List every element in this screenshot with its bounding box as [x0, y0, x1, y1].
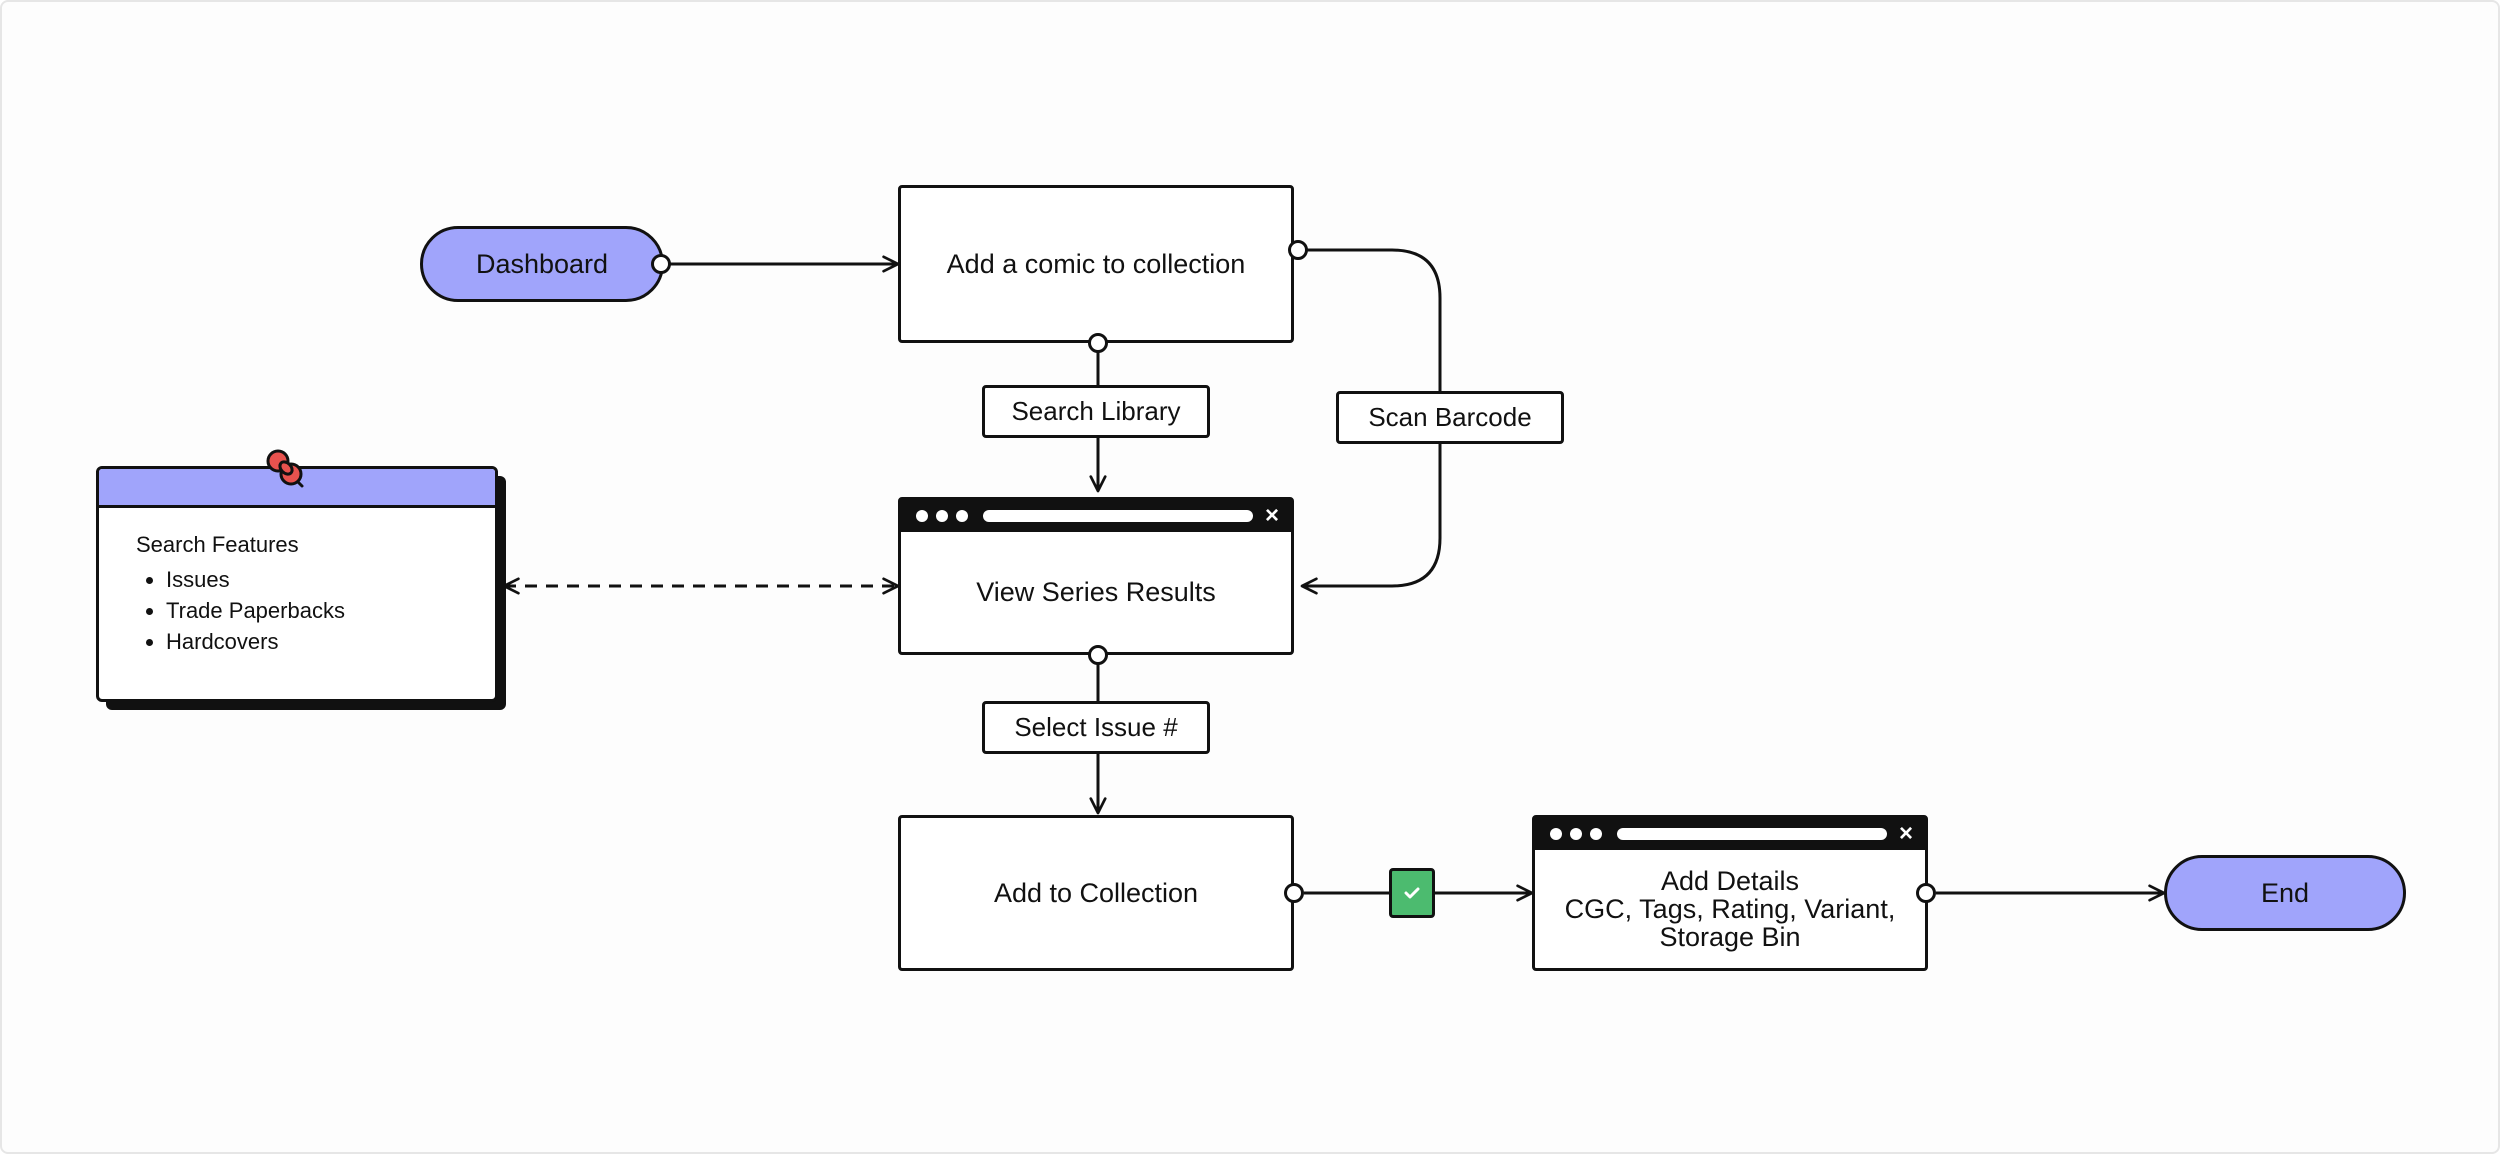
window-dot	[1550, 828, 1562, 840]
window-titlebar: ×	[1535, 818, 1925, 850]
note-list-item: Issues	[166, 564, 345, 595]
dashboard-port[interactable]	[651, 254, 671, 274]
select-issue-label: Select Issue #	[982, 701, 1210, 754]
end-node[interactable]: End	[2164, 855, 2406, 931]
view-series-bottom-port[interactable]	[1088, 645, 1108, 665]
dashboard-node[interactable]: Dashboard	[420, 226, 664, 302]
window-dot	[1570, 828, 1582, 840]
check-icon	[1404, 887, 1420, 899]
add-comic-label: Add a comic to collection	[946, 248, 1246, 279]
search-features-note[interactable]: Search Features Issues Trade Paperbacks …	[96, 466, 498, 702]
add-to-collection-port[interactable]	[1284, 883, 1304, 903]
dashboard-label: Dashboard	[475, 248, 609, 279]
add-comic-right-port[interactable]	[1288, 240, 1308, 260]
note-list-item: Hardcovers	[166, 626, 345, 657]
scan-barcode-text: Scan Barcode	[1368, 402, 1532, 432]
add-details-port[interactable]	[1916, 883, 1936, 903]
window-dot	[956, 510, 968, 522]
search-library-text: Search Library	[1011, 396, 1181, 426]
window-address-bar	[1617, 828, 1887, 840]
window-dot	[916, 510, 928, 522]
view-series-label: View Series Results	[976, 577, 1216, 607]
scan-barcode-label: Scan Barcode	[1336, 391, 1564, 444]
search-library-label: Search Library	[982, 385, 1210, 438]
window-dot	[1590, 828, 1602, 840]
add-comic-node[interactable]: Add a comic to collection	[898, 185, 1294, 343]
note-title: Search Features	[136, 532, 299, 557]
view-series-node[interactable]: × View Series Results	[898, 497, 1294, 655]
note-list: Issues Trade Paperbacks Hardcovers	[132, 564, 345, 657]
end-label: End	[2260, 877, 2310, 908]
close-icon: ×	[1899, 820, 1914, 847]
add-details-node[interactable]: × Add Details CGC, Tags, Rating, Variant…	[1532, 815, 1928, 971]
add-comic-bottom-port[interactable]	[1088, 333, 1108, 353]
note-list-item: Trade Paperbacks	[166, 595, 345, 626]
add-to-collection-label: Add to Collection	[993, 877, 1199, 908]
window-titlebar: ×	[901, 500, 1291, 532]
check-badge	[1389, 868, 1435, 918]
add-details-label: Add Details CGC, Tags, Rating, Variant, …	[1564, 866, 1896, 952]
add-to-collection-node[interactable]: Add to Collection	[898, 815, 1294, 971]
window-address-bar	[983, 510, 1253, 522]
pushpin-icon	[266, 449, 304, 488]
window-dot	[936, 510, 948, 522]
select-issue-text: Select Issue #	[1014, 712, 1178, 742]
close-icon: ×	[1265, 502, 1280, 529]
